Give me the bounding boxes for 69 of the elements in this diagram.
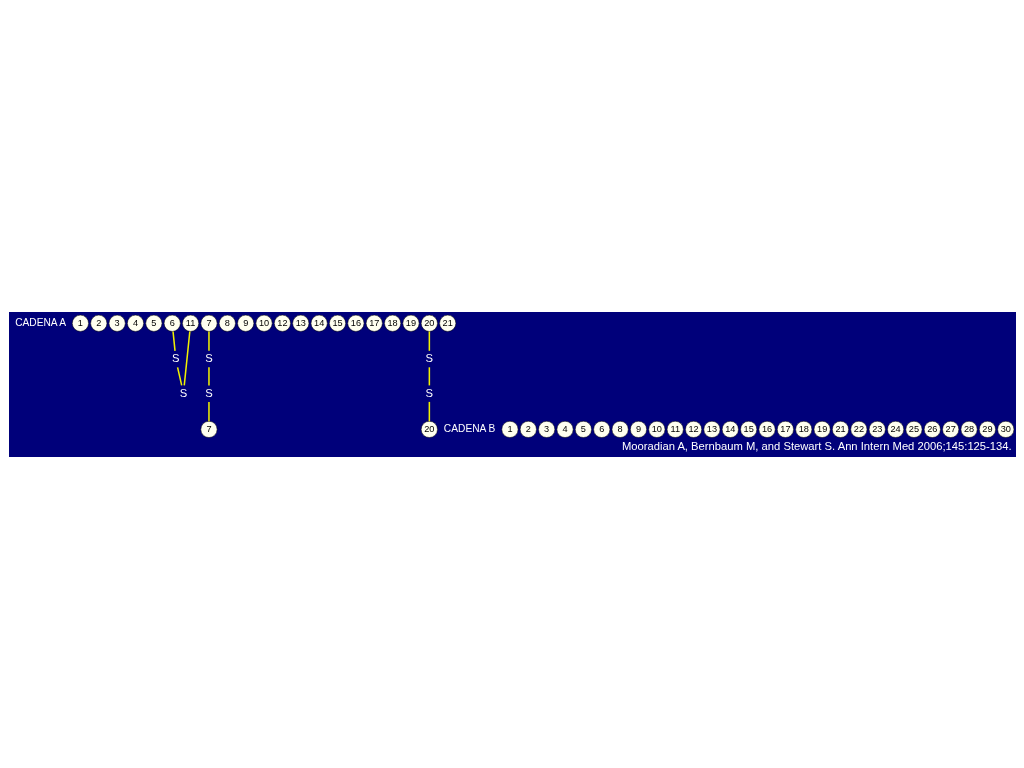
node-circle: 24 [886,420,904,438]
node-circle: 29 [978,420,996,438]
node-circle: 16 [758,420,775,438]
node-circle: 11 [666,420,684,438]
node-circle: 30 [996,420,1014,438]
node-circle: 28 [960,420,977,438]
node-circle: 14 [721,420,739,438]
node-circle: 12 [273,314,291,332]
node-text: S [204,351,213,364]
node-circle: 13 [703,420,720,438]
node-text: S [425,386,433,399]
connector [428,330,430,352]
node-circle: 3 [108,314,126,332]
connector [171,330,176,352]
node-circle: 19 [402,314,419,332]
connector [428,366,430,386]
node-circle: 16 [346,314,364,332]
node-circle: 11 [181,314,199,332]
node-text: S [171,351,180,364]
node-circle: 27 [941,420,959,438]
node-circle: 19 [813,420,831,438]
connector [428,400,430,422]
node-circle: 6 [163,314,181,332]
node-circle: 5 [574,420,592,438]
node-circle: 12 [684,420,702,438]
node-circle: 21 [831,420,849,438]
connector [207,366,210,386]
node-circle: 20 [420,420,438,438]
node-circle: 4 [556,420,573,438]
node-circle: 2 [89,314,107,332]
node-text: S [425,351,433,364]
node-circle: 23 [868,420,886,438]
node-circle: 1 [501,420,518,438]
connector [183,330,191,386]
node-circle: 7 [200,420,217,438]
node-circle: 10 [255,314,272,332]
node-circle: 15 [328,314,346,332]
connector [207,330,210,352]
node-circle: 9 [629,420,647,438]
node-circle: 20 [420,314,438,332]
node-text: S [179,386,187,399]
node-circle: 4 [126,314,144,332]
node-circle: 8 [611,420,629,438]
node-circle: 5 [144,314,162,332]
node-circle: 13 [291,314,309,332]
node-circle: 1 [71,314,89,332]
label: CADENA B [443,422,495,434]
node-circle: 26 [923,420,941,438]
node-circle: 18 [383,314,401,332]
node-circle: 25 [905,420,922,438]
node-circle: 22 [849,420,867,438]
node-circle: 18 [794,420,812,438]
node-circle: 17 [776,420,794,438]
node-circle: 7 [200,314,217,332]
node-circle: 14 [310,314,328,332]
node-circle: 6 [592,420,610,438]
connector [176,366,182,386]
node-circle: 3 [537,420,555,438]
node-circle: 15 [739,420,757,438]
connector [207,400,210,422]
node-circle: 17 [365,314,383,332]
node-circle: 8 [218,314,236,332]
node-circle: 2 [519,420,537,438]
caption: Mooradian A, Bernbaum M, and Stewart S. Ann Intern Med 2006;145:125-134. [621,439,1012,452]
node-text: S [204,386,213,399]
label: CADENA A [14,316,66,328]
node-circle: 21 [438,314,456,332]
node-circle: 10 [647,420,665,438]
node-circle: 9 [236,314,254,332]
